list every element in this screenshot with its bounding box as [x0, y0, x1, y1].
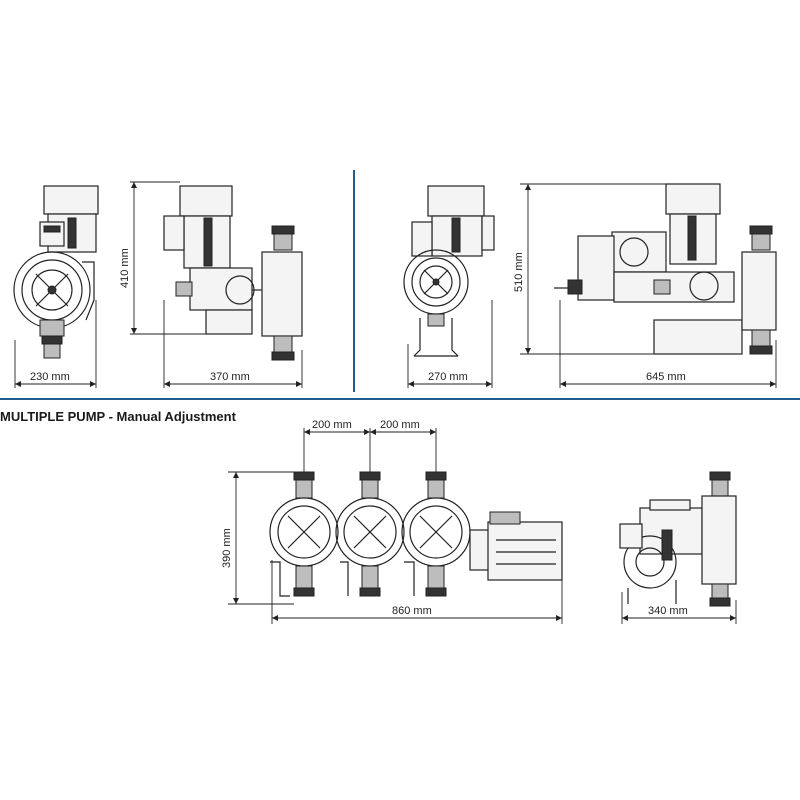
pump1-side-view: 410 mm 370 mm [119, 181, 303, 388]
pump2-side-view: 510 mm 645 mm [513, 183, 777, 388]
pump1-height-label: 410 mm [119, 248, 131, 288]
multi-spacing-a-label: 200 mm [312, 419, 352, 431]
pump1-width-label: 230 mm [30, 371, 70, 383]
multi-pump-front-view: 200 mm 200 mm 390 mm 860 mm [221, 419, 563, 624]
vertical-divider [353, 170, 355, 392]
multi-length-label: 860 mm [392, 605, 432, 617]
multi-spacing-b-label: 200 mm [380, 419, 420, 431]
pump-head-3 [401, 471, 471, 597]
pump1-length-label: 370 mm [210, 371, 250, 383]
pump-head-1 [269, 471, 339, 597]
pump-head-2 [335, 471, 405, 597]
pump2-width-label: 270 mm [428, 371, 468, 383]
drive-motor [469, 511, 563, 581]
pump1-front-view: 230 mm [13, 185, 99, 388]
section-title: MULTIPLE PUMP - Manual Adjustment [0, 409, 236, 424]
multi-height-label: 390 mm [221, 528, 233, 568]
pump2-front-view: 270 mm [403, 185, 495, 388]
multi-pump-side-view: 340 mm [619, 471, 737, 624]
pump2-length-label: 645 mm [646, 371, 686, 383]
horizontal-divider [0, 398, 800, 400]
pump2-height-label: 510 mm [513, 252, 525, 292]
multi-side-width-label: 340 mm [648, 605, 688, 617]
